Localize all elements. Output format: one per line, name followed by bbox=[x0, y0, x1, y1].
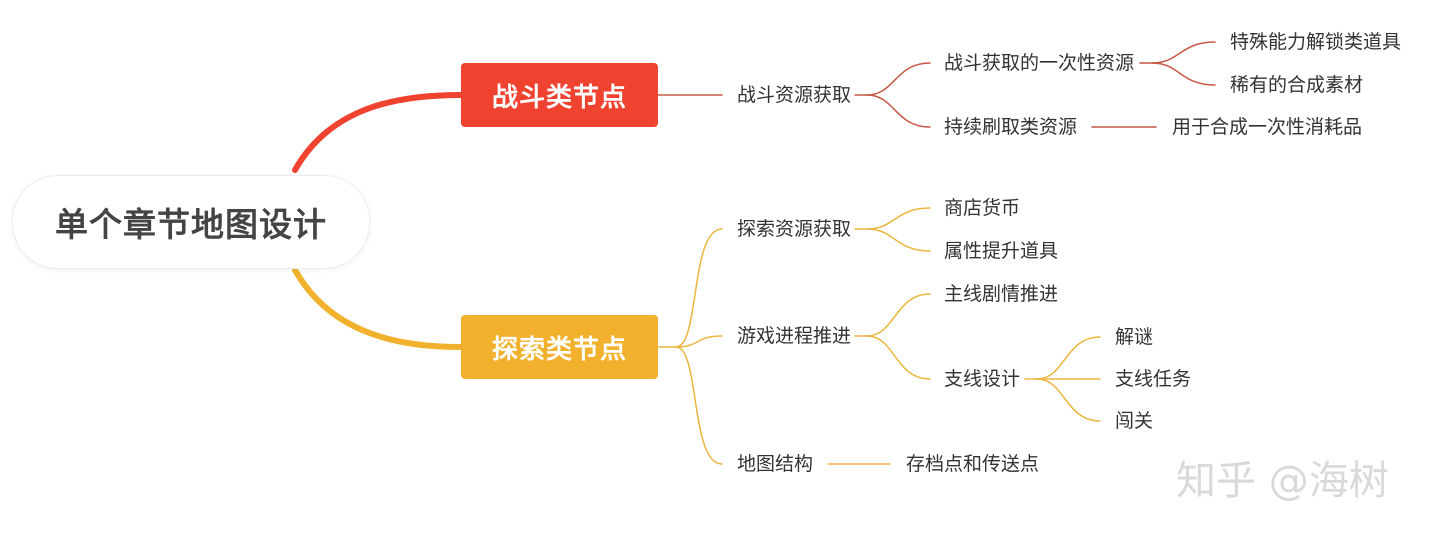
battle-node: 战斗类节点 bbox=[461, 63, 658, 127]
trunk-link-explore bbox=[292, 267, 464, 350]
puzzle-label: 解谜 bbox=[1115, 326, 1154, 348]
battle-resource-gain-label: 战斗资源获取 bbox=[737, 84, 852, 106]
rare-material-label: 稀有的合成素材 bbox=[1230, 74, 1364, 96]
farmable-resource-label: 持续刷取类资源 bbox=[944, 116, 1078, 138]
root-node-title: 单个章节地图设计 bbox=[55, 205, 327, 244]
gauntlet-label: 闯关 bbox=[1115, 410, 1154, 432]
link-to-farmable bbox=[866, 94, 931, 128]
main-story-label: 主线剧情推进 bbox=[944, 283, 1059, 305]
link-to-rare-material bbox=[1151, 62, 1216, 86]
link-to-side-design bbox=[866, 335, 931, 380]
side-design-label: 支线设计 bbox=[944, 368, 1021, 390]
explore-resource-label: 探索资源获取 bbox=[737, 218, 852, 240]
zhihu-watermark: 知乎 @海树 bbox=[1176, 458, 1389, 504]
map-structure-label: 地图结构 bbox=[737, 453, 814, 475]
link-to-one-time bbox=[866, 62, 931, 96]
link-to-explore-resource bbox=[675, 228, 723, 348]
link-to-main-story bbox=[866, 293, 931, 337]
one-time-resource-label: 战斗获取的一次性资源 bbox=[944, 52, 1135, 74]
game-progress-label: 游戏进程推进 bbox=[737, 325, 852, 347]
link-to-attribute-item bbox=[866, 228, 931, 252]
consumable-craft-label: 用于合成一次性消耗品 bbox=[1172, 116, 1363, 138]
battle-node-label: 战斗类节点 bbox=[491, 82, 627, 113]
explore-node: 探索类节点 bbox=[461, 315, 658, 379]
special-ability-item-label: 特殊能力解锁类道具 bbox=[1230, 31, 1402, 53]
side-quest-label: 支线任务 bbox=[1115, 368, 1192, 390]
link-to-progress bbox=[675, 335, 723, 348]
trunk-link-battle bbox=[292, 92, 464, 173]
save-teleport-point-label: 存档点和传送点 bbox=[906, 453, 1040, 475]
link-to-puzzle bbox=[1036, 336, 1101, 380]
attribute-item-label: 属性提升道具 bbox=[944, 240, 1059, 262]
link-to-gauntlet bbox=[1036, 378, 1101, 422]
link-to-special-item bbox=[1151, 41, 1216, 64]
link-to-map-structure bbox=[675, 346, 723, 465]
shop-currency-label: 商店货币 bbox=[944, 197, 1021, 219]
link-to-shop-currency bbox=[866, 207, 931, 230]
explore-node-label: 探索类节点 bbox=[491, 334, 627, 365]
root-node: 单个章节地图设计 bbox=[12, 175, 370, 269]
